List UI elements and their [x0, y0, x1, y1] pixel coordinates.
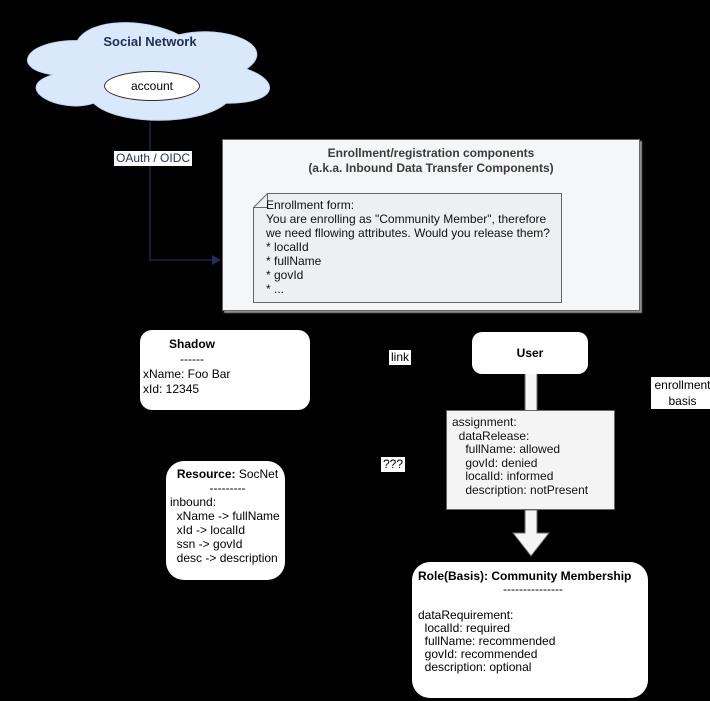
shadow-attributes: xName: Foo Bar xId: 12345: [143, 367, 231, 396]
enrollment-form-text: Enrollment form: You are enrolling as "C…: [266, 198, 550, 296]
enrollment-form-note: Enrollment form: You are enrolling as "C…: [253, 193, 562, 303]
user-title: User: [516, 346, 544, 360]
note-fold-icon: [253, 193, 268, 208]
shadow-node-content: Shadow ------ xName: Foo Bar xId: 12345: [143, 337, 241, 397]
role-title: Role(Basis): Community Membership: [418, 569, 632, 583]
enrollment-basis-line2: basis: [668, 394, 697, 408]
resource-title-rest: SocNet: [235, 467, 279, 481]
enrollment-panel-title-line2: (a.k.a. Inbound Data Transfer Components…: [308, 161, 554, 175]
resource-node: Resource: SocNet --------- inbound: xNam…: [166, 461, 285, 580]
shadow-title: Shadow: [168, 337, 215, 351]
shadow-divider: ------: [180, 352, 204, 366]
assignment-node: assignment: dataRelease: fullName: allow…: [446, 410, 615, 510]
account-node: account: [104, 71, 200, 101]
enrollment-panel-title-line1: Enrollment/registration components: [327, 146, 535, 160]
question-label: ???: [381, 457, 406, 472]
oauth-arrowhead-icon: [212, 255, 221, 265]
enrollment-panel: Enrollment/registration components (a.k.…: [222, 139, 640, 311]
enrollment-basis-label: enrollment basis: [651, 377, 710, 409]
resource-divider: ---------: [209, 481, 246, 495]
role-divider: ---------------: [503, 582, 563, 596]
resource-mappings: inbound: xName -> fullName xId -> localI…: [170, 495, 280, 565]
role-data-requirements: dataRequirement: localId: required fullN…: [418, 608, 556, 674]
user-node: User: [472, 332, 588, 374]
cloud-title: Social Network: [103, 34, 197, 49]
role-basis-node: Role(Basis): Community Membership ------…: [412, 562, 648, 698]
resource-title: Resource: SocNet: [170, 467, 285, 481]
assignment-role-thick-arrow-icon: [511, 509, 551, 557]
social-network-cloud: [27, 22, 270, 121]
enrollment-basis-line1: enrollment: [654, 378, 710, 392]
resource-title-bold: Resource:: [176, 467, 236, 481]
note-shape-outline: [253, 193, 562, 303]
oauth-oidc-label: OAuth / OIDC: [114, 151, 193, 166]
oauth-connector-line: [149, 122, 212, 261]
user-assignment-connector: [524, 371, 538, 412]
shadow-node: Shadow ------ xName: Foo Bar xId: 12345: [140, 330, 310, 410]
account-label: account: [130, 79, 174, 93]
enrollment-panel-title: Enrollment/registration components (a.k.…: [223, 146, 639, 176]
note-body: [253, 193, 562, 303]
link-label: link: [389, 350, 412, 365]
